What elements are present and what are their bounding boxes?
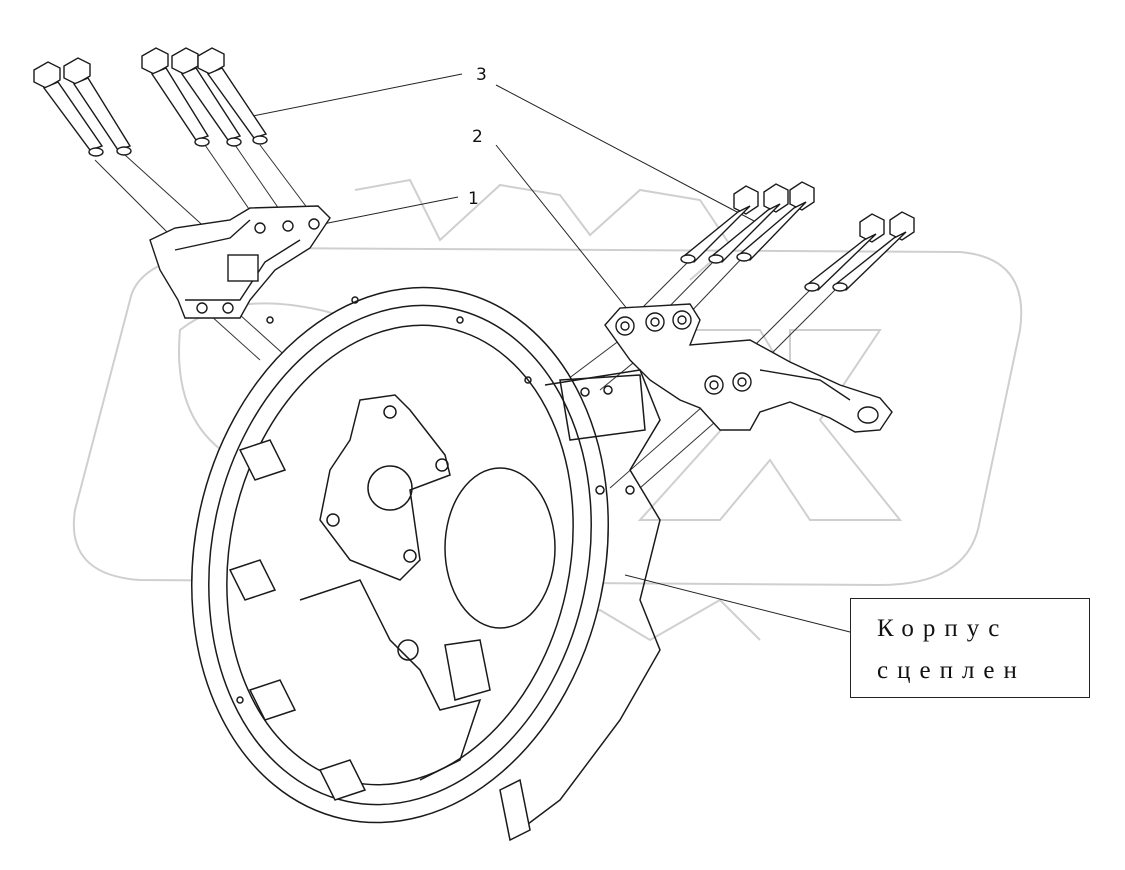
bolt (197, 47, 268, 145)
left-bracket (149, 205, 331, 319)
part-label-line-2: сцеплен (877, 657, 1026, 684)
bolts-right (680, 181, 915, 292)
part-label-box: Корпус сцеплен (850, 598, 1090, 698)
bolt (804, 213, 885, 292)
callout-1: 1 (468, 189, 479, 209)
bolt (63, 57, 132, 156)
bolt (171, 47, 242, 147)
callout-2: 2 (472, 127, 483, 147)
clutch-housing (191, 286, 661, 842)
right-bracket (604, 303, 893, 433)
bolt (832, 211, 915, 292)
bolt (680, 185, 759, 264)
leader-lines (247, 73, 851, 633)
bolt (736, 181, 815, 262)
part-label-line-1: Корпус (877, 615, 1009, 642)
callout-3: 3 (476, 65, 487, 85)
bolt (141, 47, 210, 147)
bolt (708, 183, 789, 264)
bolts-left (33, 47, 268, 157)
bolt (33, 61, 104, 157)
